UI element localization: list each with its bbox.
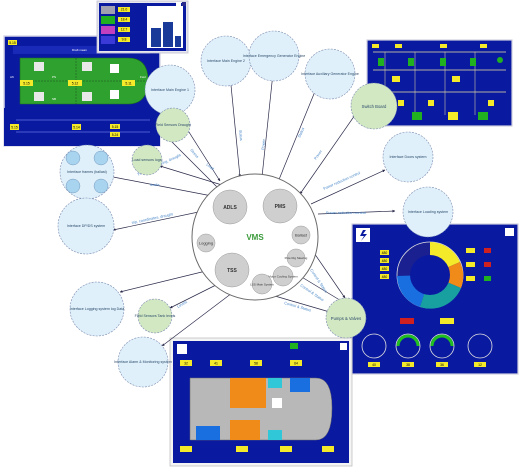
power-value-2: 480 xyxy=(382,267,388,271)
logging-module xyxy=(196,233,216,253)
node-loading-label: Interface Loading system xyxy=(408,210,448,214)
tank-value-0: 32 xyxy=(184,362,188,366)
node-logging-system xyxy=(69,281,125,337)
tank-level-panel: 32 41 58 64 xyxy=(169,337,353,467)
node-alarm-system-label: Interface Alarm & Monitoring system xyxy=(114,360,172,364)
power-value-3: 480 xyxy=(382,275,388,279)
gauge-value-1: 38 xyxy=(406,363,410,367)
node-doors-label: Interface Doors system xyxy=(390,155,427,159)
tl-label-3: Aft xyxy=(10,75,14,79)
node-field-tank xyxy=(137,298,173,334)
tank-value-2: 58 xyxy=(254,362,258,366)
tl-value-5-text: 5.15 xyxy=(11,126,18,130)
node-switchboard xyxy=(350,82,398,130)
label-load: Load xyxy=(205,163,214,171)
lss-module xyxy=(251,273,273,295)
power-close-button[interactable] xyxy=(505,228,514,236)
pole-rig-label: Pole Rig Slewing xyxy=(285,256,308,260)
outer-nodes: Interface Main Engine 1 Interface Main E… xyxy=(57,30,454,388)
logging-label: Logging xyxy=(199,241,213,246)
mini-value-0: 21.0 xyxy=(121,8,128,12)
node-em-gen xyxy=(248,30,300,82)
label-status-1: Status xyxy=(238,130,243,141)
node-pumps-valves xyxy=(325,297,367,339)
node-field-tank-label: Field Sensors Tank levels xyxy=(135,314,176,318)
node-loading xyxy=(402,186,454,238)
gauge-value-0: 40 xyxy=(372,363,376,367)
node-pumps-valves-label: Pumps & Valves xyxy=(331,316,361,321)
label-power-red: Power reduction control xyxy=(323,171,361,191)
tl-value-1 xyxy=(8,40,17,45)
label-draught: drafts xyxy=(150,183,160,187)
node-dp-system xyxy=(57,197,115,255)
label-power-2: Power xyxy=(314,149,324,161)
node-aux-gen xyxy=(304,48,356,100)
tl-value-2-text: 5.15 xyxy=(23,82,30,86)
adls-label: ADLS xyxy=(223,205,237,211)
mini-tank-panel: 21.0 18.4 12.7 9.8 xyxy=(96,0,189,54)
power-panel: 480 480 480 480 40 38 36 12 xyxy=(351,223,519,375)
tl-value-6-text: 5.14 xyxy=(73,126,80,130)
node-load-sensors xyxy=(131,144,163,176)
label-levels: Levels xyxy=(177,300,189,309)
adls-module xyxy=(212,189,248,225)
node-fc-cluster-label: Interface frames (ballast) xyxy=(67,170,107,174)
tl-value-3-text: 5.12 xyxy=(72,82,79,86)
node-switchboard-label: Switch Board xyxy=(362,104,387,109)
node-logging-system-label: Interface Logging system log Data xyxy=(70,307,125,311)
tl-label-1: PS xyxy=(52,75,56,79)
tl-value-8-text: 5.24 xyxy=(112,133,119,137)
node-em-gen-label: Interface Emergency Generator Engine xyxy=(243,54,306,58)
label-status-2: Status xyxy=(297,127,305,139)
lss-label: LSS Main System xyxy=(250,283,274,287)
node-load-sensors-label: Load sensors logs xyxy=(132,158,161,162)
label-stress: Stress xyxy=(189,148,199,159)
tl-label-0: Draft mean xyxy=(72,48,87,52)
tl-label-2: SB xyxy=(52,97,56,101)
tank-value-3: 64 xyxy=(294,362,298,366)
tl-value-4-text: 5.11 xyxy=(125,82,131,86)
tank-value-1: 41 xyxy=(214,362,218,366)
node-aux-gen-label: Interface Auxiliary Generator Engine xyxy=(301,72,359,76)
gauge-value-2: 36 xyxy=(440,363,444,367)
node-doors xyxy=(382,131,434,183)
node-field-draught xyxy=(155,107,191,143)
node-field-draught-label: Field Sensors Draught xyxy=(155,123,191,127)
mini-value-3: 9.8 xyxy=(122,38,127,42)
mini-value-2: 12.7 xyxy=(121,28,128,32)
gauge-value-3: 12 xyxy=(478,363,482,367)
pms-label: PMS xyxy=(275,204,287,210)
node-dp-system-label: Interface DP/DS system xyxy=(67,224,105,228)
mini-value-1: 18.4 xyxy=(121,18,128,22)
tank-close-button[interactable] xyxy=(340,343,347,350)
power-value-1: 480 xyxy=(382,259,388,263)
pms-module xyxy=(262,188,298,224)
label-power: Power xyxy=(261,138,266,150)
tl-value-7-text: 5.15 xyxy=(112,125,119,129)
tss-module xyxy=(214,252,250,288)
node-main-engine-label: Interface Main Engine 1 xyxy=(151,88,189,92)
tl-value-1-text: 5.15 xyxy=(9,41,16,45)
power-value-0: 480 xyxy=(382,251,388,255)
label-ctrl-3: Control & Status xyxy=(284,301,312,312)
vms-title: VMS xyxy=(246,233,264,242)
motor-cooling-module xyxy=(272,265,294,287)
pole-rig-module xyxy=(286,248,306,268)
ballast-label: Ballast xyxy=(295,233,308,238)
tl-label-4: Fwd xyxy=(140,75,146,79)
node-main-engine-2-label: Interface Main Engine 2 xyxy=(207,59,245,63)
tss-label: TSS xyxy=(227,268,237,274)
motor-cooling-label: Motor Cooling System xyxy=(268,275,298,279)
vms-hub: VMS ADLS PMS TSS Logging Ballast Pole Ri… xyxy=(191,173,319,301)
ballast-module xyxy=(291,225,311,245)
node-alarm-system xyxy=(117,336,169,388)
draught-panel: 5.15 5.15 5.12 5.11 5.15 5.14 5.15 5.24 … xyxy=(3,35,161,147)
label-power-red-2: Power reduction control xyxy=(326,211,366,215)
